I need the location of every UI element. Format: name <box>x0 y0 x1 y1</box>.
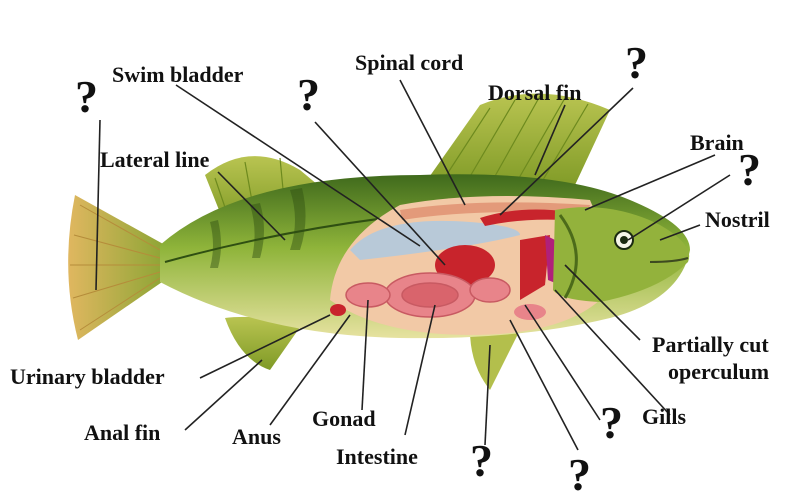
label-spinal-cord: Spinal cord <box>355 50 463 75</box>
urinary-bladder-organ <box>330 304 346 316</box>
label-gills: Gills <box>642 404 686 429</box>
label-swim-bladder: Swim bladder <box>112 62 244 87</box>
label-nostril: Nostril <box>705 207 770 232</box>
label-intestine: Intestine <box>336 444 418 469</box>
unknown-mark-pelvic-fin: ? <box>470 435 493 486</box>
label-anal-fin: Anal fin <box>84 420 160 445</box>
eye-pupil <box>620 236 628 244</box>
unknown-mark-tail: ? <box>75 71 98 122</box>
unknown-mark-kidney: ? <box>625 37 648 88</box>
label-urinary-bladder: Urinary bladder <box>10 364 165 389</box>
unknown-mark-liver: ? <box>568 449 591 495</box>
label-operculum-line2: operculum <box>668 359 769 384</box>
label-operculum-line1: Partially cut <box>652 332 769 357</box>
unknown-mark-stomach: ? <box>297 69 320 120</box>
pelvic-fin-shape <box>470 330 520 390</box>
unknown-mark-eye: ? <box>738 144 761 195</box>
label-brain: Brain <box>690 130 744 155</box>
label-anus: Anus <box>232 424 281 449</box>
label-lateral-line: Lateral line <box>100 147 210 172</box>
caudal-fin <box>68 195 165 340</box>
unknown-mark-heart: ? <box>600 397 623 448</box>
label-dorsal-fin: Dorsal fin <box>488 80 582 105</box>
label-gonad: Gonad <box>312 406 376 431</box>
